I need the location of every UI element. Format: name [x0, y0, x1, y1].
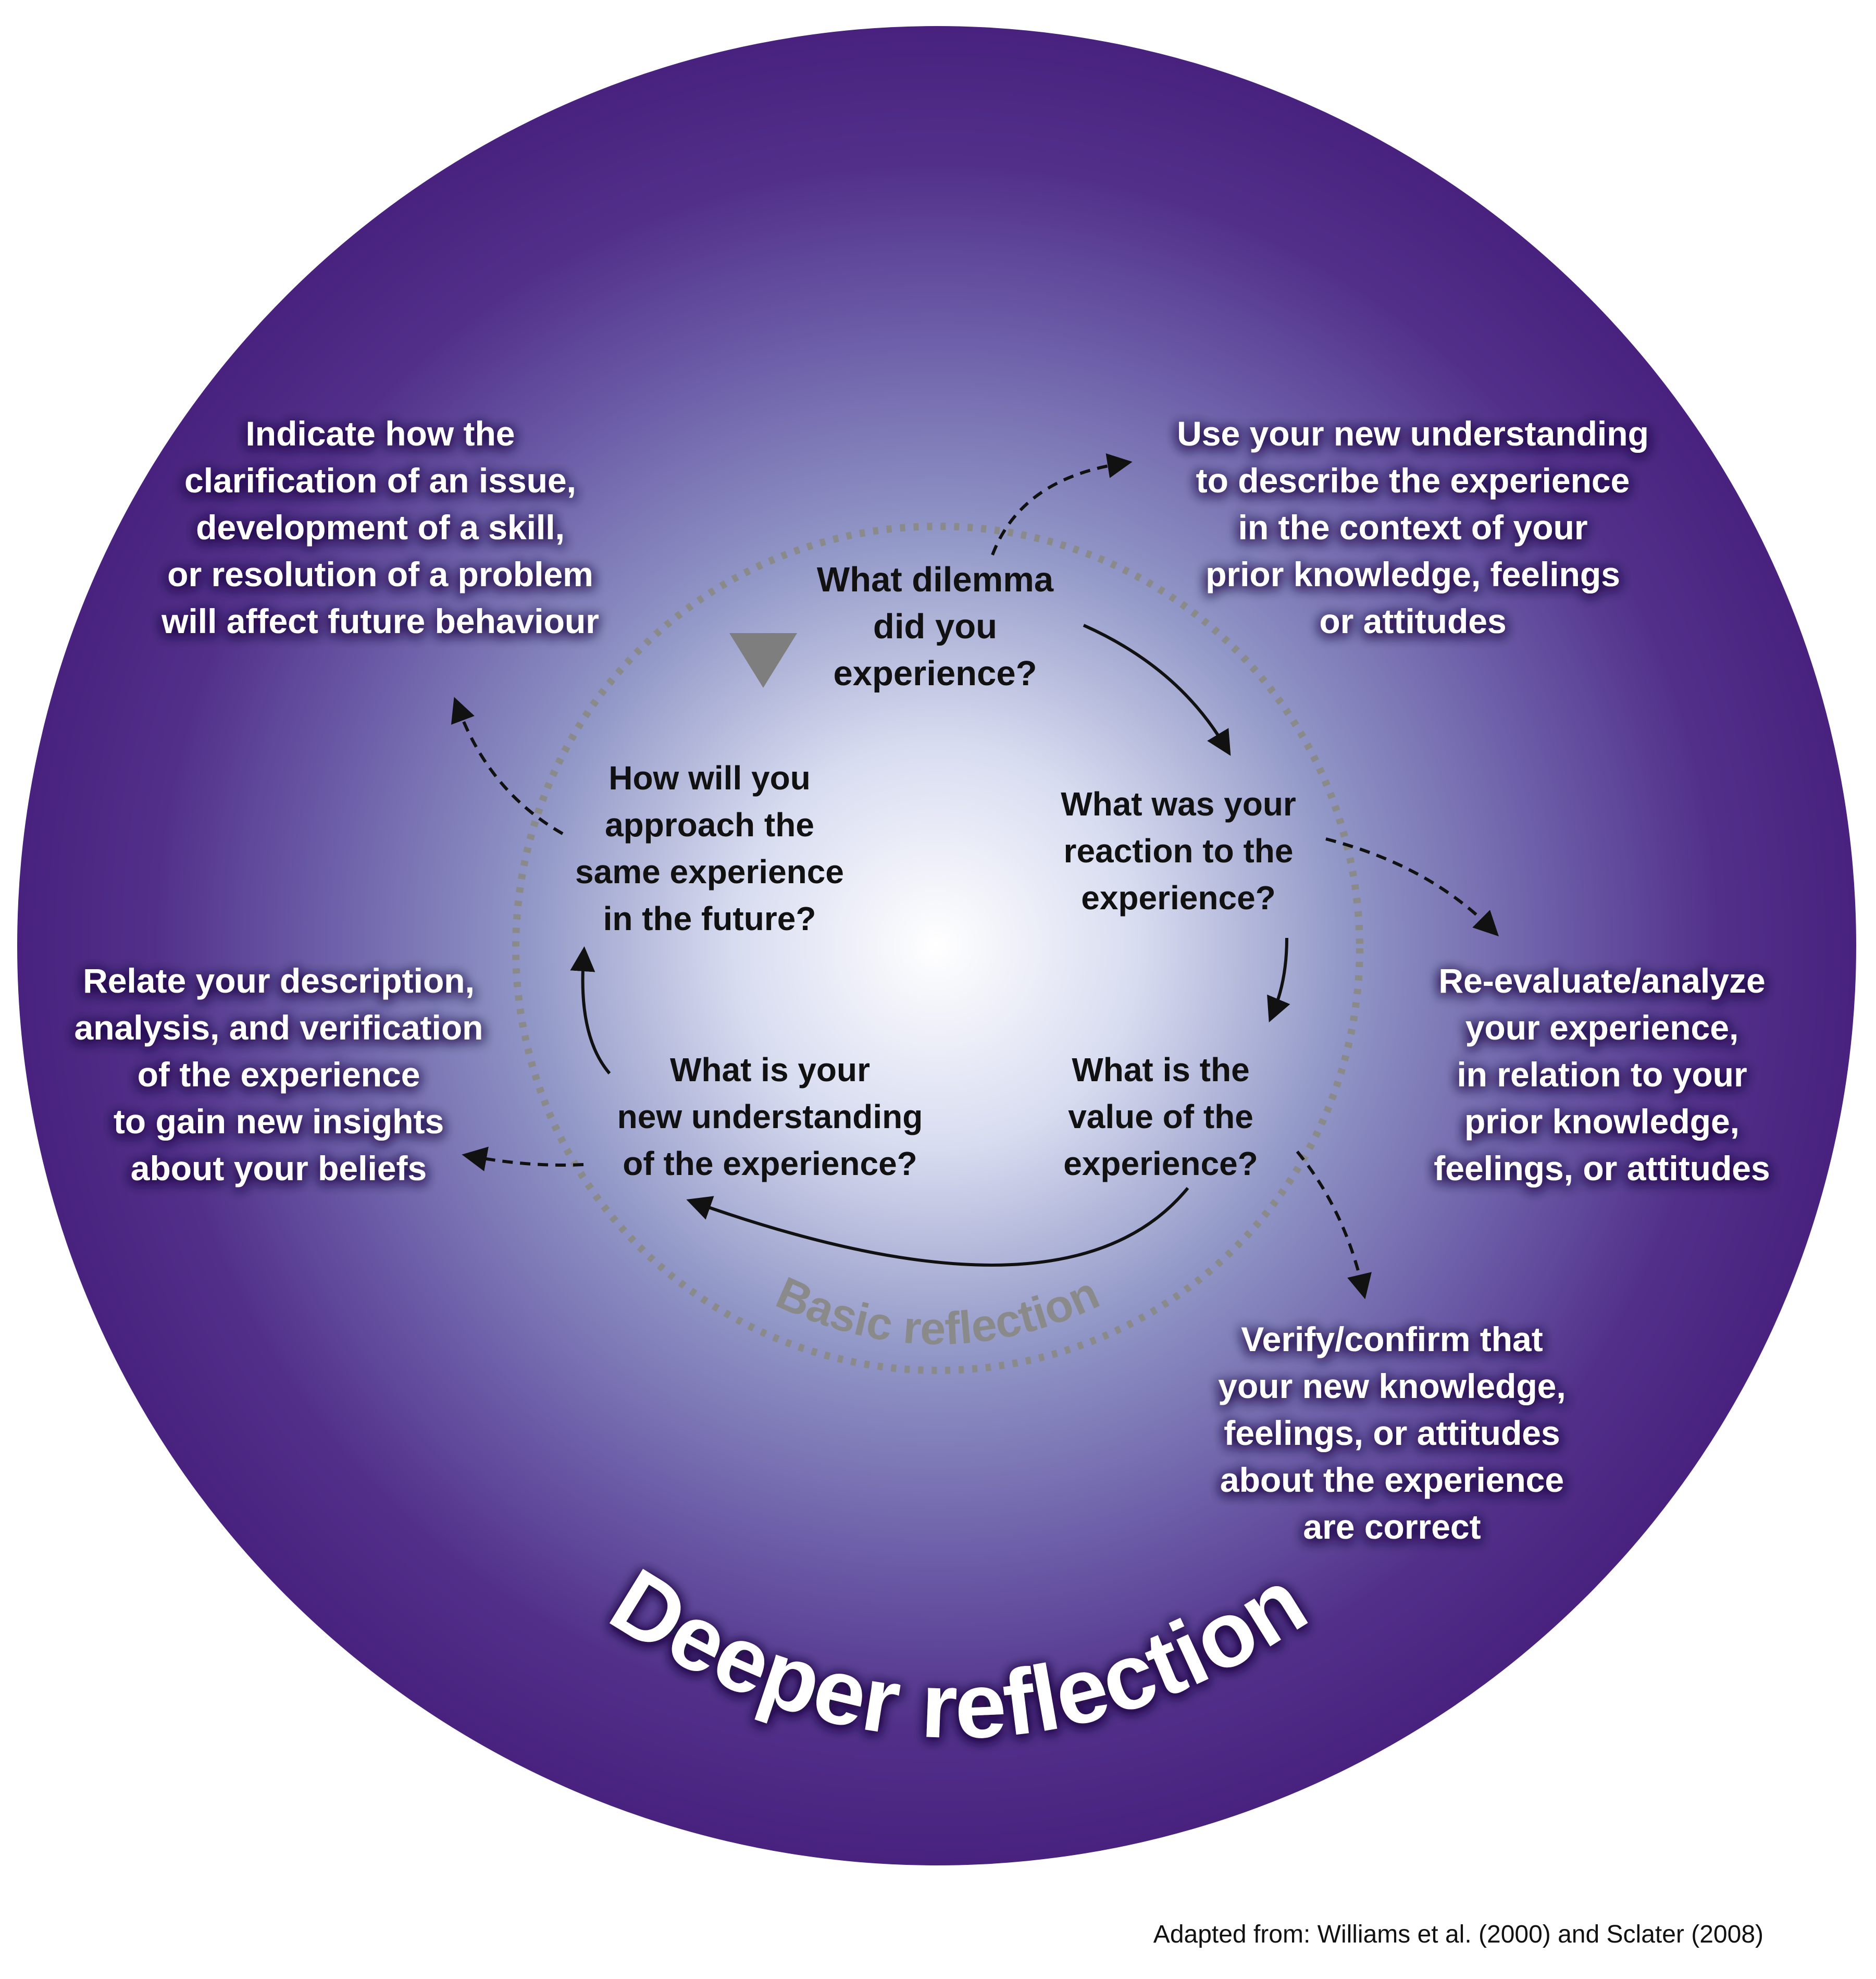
text-line: What is your [670, 1051, 870, 1089]
text-line: Indicate how the [245, 414, 515, 453]
text-line: or attitudes [1319, 602, 1506, 640]
question-understanding: What is your new understanding of the expe… [617, 1051, 923, 1182]
text-line: of the experience [138, 1055, 420, 1094]
text-line: Relate your description, [83, 961, 475, 1000]
text-line: about the experience [1220, 1461, 1564, 1499]
prompt-use: Use your new understanding to describe th… [1177, 414, 1649, 640]
arrow-dilemma-to-use [991, 453, 1133, 556]
prompt-indicate: Indicate how the clarification of an issu… [161, 414, 599, 640]
deeper-reflection-circle [17, 26, 1856, 1865]
arrow-value-to-understanding [686, 1187, 1189, 1267]
text-line: in the context of your [1238, 508, 1587, 547]
text-line: clarification of an issue, [184, 461, 576, 500]
question-reaction: What was your reaction to the experience? [1061, 785, 1296, 917]
prompt-relate: Relate your description, analysis, and ve… [74, 961, 483, 1188]
text-line: experience? [1063, 1145, 1258, 1182]
text-line: development of a skill, [196, 508, 565, 547]
arrow-reaction-to-reevaluate [1325, 837, 1499, 936]
text-line: Use your new understanding [1177, 414, 1649, 453]
text-line: will affect future behaviour [161, 602, 599, 640]
text-line: Verify/confirm that [1241, 1320, 1543, 1358]
text-line: your new knowledge, [1218, 1367, 1566, 1405]
text-line: same experience [575, 853, 844, 890]
text-line: feelings, or attitudes [1224, 1414, 1560, 1452]
text-line: experience? [833, 654, 1037, 693]
prompt-verify: Verify/confirm that your new knowledge, fe… [1218, 1320, 1566, 1546]
prompt-reevaluate: Re-evaluate/analyze your experience, in re… [1434, 961, 1770, 1188]
text-line: feelings, or attitudes [1434, 1149, 1770, 1188]
question-dilemma: What dilemma did you experience? [817, 560, 1054, 693]
text-line: What is the [1072, 1051, 1249, 1089]
text-line: new understanding [617, 1098, 923, 1135]
arrow-approach-to-indicate [451, 697, 564, 835]
text-line: Re-evaluate/analyze [1438, 961, 1765, 1000]
arrow-dilemma-to-reaction [1083, 624, 1231, 756]
text-line: prior knowledge, feelings [1206, 555, 1620, 593]
source-credit: Adapted from: Williams et al. (2000) and… [1153, 1921, 1763, 1948]
text-line: What dilemma [817, 560, 1054, 599]
cycle-restart-arrowhead [729, 633, 797, 688]
text-line: your experience, [1465, 1008, 1739, 1047]
text-line: prior knowledge, [1464, 1102, 1740, 1141]
text-line: What was your [1061, 785, 1296, 823]
text-line: experience? [1081, 879, 1276, 917]
question-value: What is the value of the experience? [1063, 1051, 1258, 1182]
text-line: How will you [608, 759, 811, 797]
arrow-understanding-to-relate [462, 1146, 584, 1171]
basic-reflection-circle [512, 523, 1363, 1374]
text-line: are correct [1303, 1507, 1481, 1546]
text-line: did you [873, 607, 997, 646]
text-line: of the experience? [623, 1145, 917, 1182]
text-line: to gain new insights [114, 1102, 444, 1141]
text-line: or resolution of a problem [167, 555, 593, 593]
arrow-understanding-to-approach [570, 946, 611, 1074]
text-line: about your beliefs [131, 1149, 427, 1188]
text-line: in the future? [603, 900, 816, 937]
text-line: in relation to your [1457, 1055, 1747, 1094]
text-line: value of the [1068, 1098, 1253, 1135]
text-line: to describe the experience [1196, 461, 1630, 500]
arrow-value-to-verify [1296, 1151, 1372, 1300]
text-line: approach the [605, 806, 814, 844]
arrow-reaction-to-value [1267, 937, 1290, 1023]
text-line: reaction to the [1064, 832, 1294, 870]
text-line: analysis, and verification [74, 1008, 483, 1047]
question-approach: How will you approach the same experience i… [575, 759, 844, 937]
